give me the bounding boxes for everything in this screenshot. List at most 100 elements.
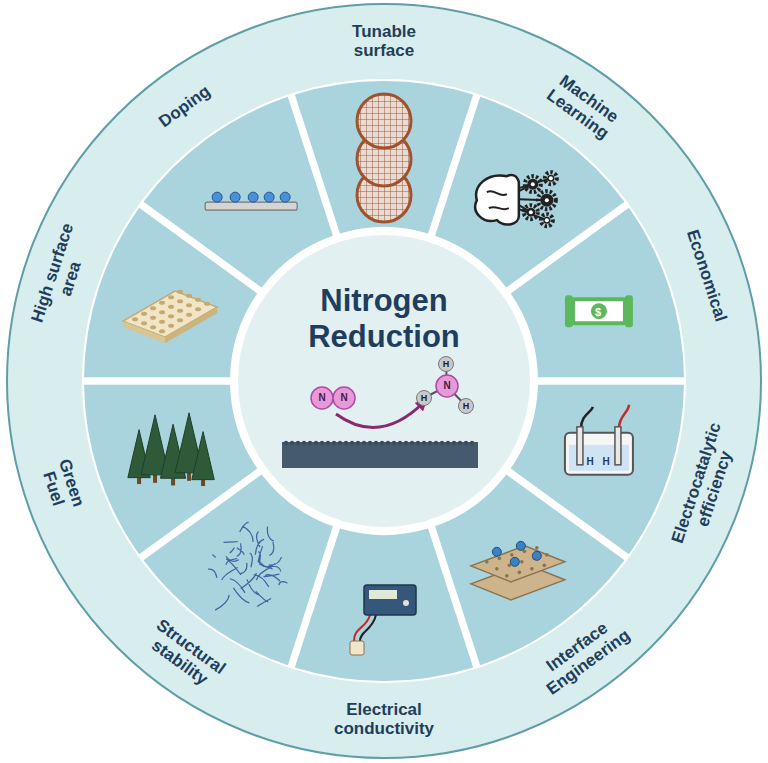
pore — [204, 302, 210, 306]
segment-icon — [565, 295, 633, 327]
surface-texture — [452, 441, 456, 445]
electrode — [577, 427, 583, 465]
gear-body — [547, 175, 554, 182]
pore — [495, 567, 499, 571]
tree-trunk — [153, 475, 157, 483]
tree — [192, 432, 214, 480]
bill-roll — [625, 295, 633, 327]
dopant-atom — [230, 192, 240, 202]
wheel-segment-node: Doping — [139, 93, 339, 293]
cable — [360, 615, 376, 641]
pore — [159, 329, 165, 333]
gear-teeth — [524, 205, 538, 219]
pore — [141, 321, 147, 325]
center-circle — [236, 233, 532, 529]
surface-texture — [350, 441, 354, 445]
center-circle-node: Nitrogen Reduction — [234, 231, 534, 531]
pore — [186, 294, 192, 298]
bill-roll — [565, 295, 573, 327]
outer-ring — [7, 4, 761, 758]
surface-texture — [314, 441, 318, 445]
pore — [168, 314, 174, 318]
gear-body — [540, 194, 553, 207]
gear-teeth — [545, 172, 557, 184]
surface-texture — [458, 441, 462, 445]
electrode — [615, 427, 621, 465]
segment-label: Electrical conductivity — [324, 701, 444, 738]
wire — [619, 405, 629, 429]
tree-trunk — [171, 478, 175, 485]
surface-texture — [470, 441, 474, 445]
fiber-network — [208, 522, 287, 610]
hydrogen-atom — [417, 391, 432, 406]
brain-folds — [487, 191, 509, 209]
pore — [518, 571, 522, 575]
pore — [168, 324, 174, 328]
surface-texture — [446, 441, 450, 445]
pore — [177, 318, 183, 322]
dopant-atom — [248, 192, 258, 202]
segment-icon — [128, 413, 214, 486]
pore — [195, 298, 201, 302]
surface-texture — [464, 441, 468, 445]
center-circle-shape — [234, 231, 534, 531]
wheel-segment — [511, 208, 684, 378]
dopant-dot — [532, 551, 541, 560]
pore — [159, 301, 165, 305]
segment-icon — [205, 192, 297, 210]
pore — [168, 305, 174, 309]
surface-texture — [326, 441, 330, 445]
tree-trunk — [201, 480, 205, 486]
pore — [505, 574, 509, 578]
pore — [186, 313, 192, 317]
pore — [510, 553, 514, 557]
dopant-dot — [492, 547, 501, 556]
segment-icon — [357, 94, 411, 222]
gear-body — [543, 217, 550, 224]
surface-texture — [368, 441, 372, 445]
display — [369, 590, 397, 599]
pore — [141, 312, 147, 316]
surface-texture — [374, 441, 378, 445]
surface-texture — [320, 441, 324, 445]
pore — [150, 325, 156, 329]
surface-texture — [440, 441, 444, 445]
pore — [150, 316, 156, 320]
surface-texture — [386, 441, 390, 445]
pore — [168, 295, 174, 299]
surface-texture — [422, 441, 426, 445]
nitrogen-atom — [333, 387, 355, 409]
pore — [159, 320, 165, 324]
dopant-atom — [264, 192, 274, 202]
pore — [159, 310, 165, 314]
gear-hole — [549, 176, 553, 180]
pore — [530, 567, 534, 571]
pore — [485, 560, 489, 564]
nitrogen-atom — [436, 375, 458, 397]
slab-edge — [123, 321, 165, 343]
inner-disc — [82, 79, 686, 683]
surface-texture — [392, 441, 396, 445]
pore — [520, 560, 524, 564]
segment-icon — [208, 522, 287, 610]
surface-texture — [434, 441, 438, 445]
gear-hole — [529, 210, 533, 214]
surface-texture — [290, 441, 294, 445]
surface-texture — [308, 441, 312, 445]
wheel-segment-node: Green Fuel — [82, 379, 262, 560]
material-slab — [471, 546, 565, 582]
pore — [543, 564, 547, 568]
gear-hole — [545, 218, 549, 222]
pore — [177, 309, 183, 313]
gear-hole — [545, 198, 549, 202]
surface-texture — [404, 441, 408, 445]
wheel-segment-node: Economical — [506, 202, 686, 383]
money-bill — [573, 299, 625, 323]
slab-edge — [165, 307, 217, 343]
gear-body — [526, 208, 535, 217]
dopant-dot — [510, 557, 519, 566]
segment-icon — [471, 541, 565, 600]
gear-teeth — [541, 214, 553, 226]
gear-teeth — [525, 176, 541, 192]
surface-texture — [296, 441, 300, 445]
